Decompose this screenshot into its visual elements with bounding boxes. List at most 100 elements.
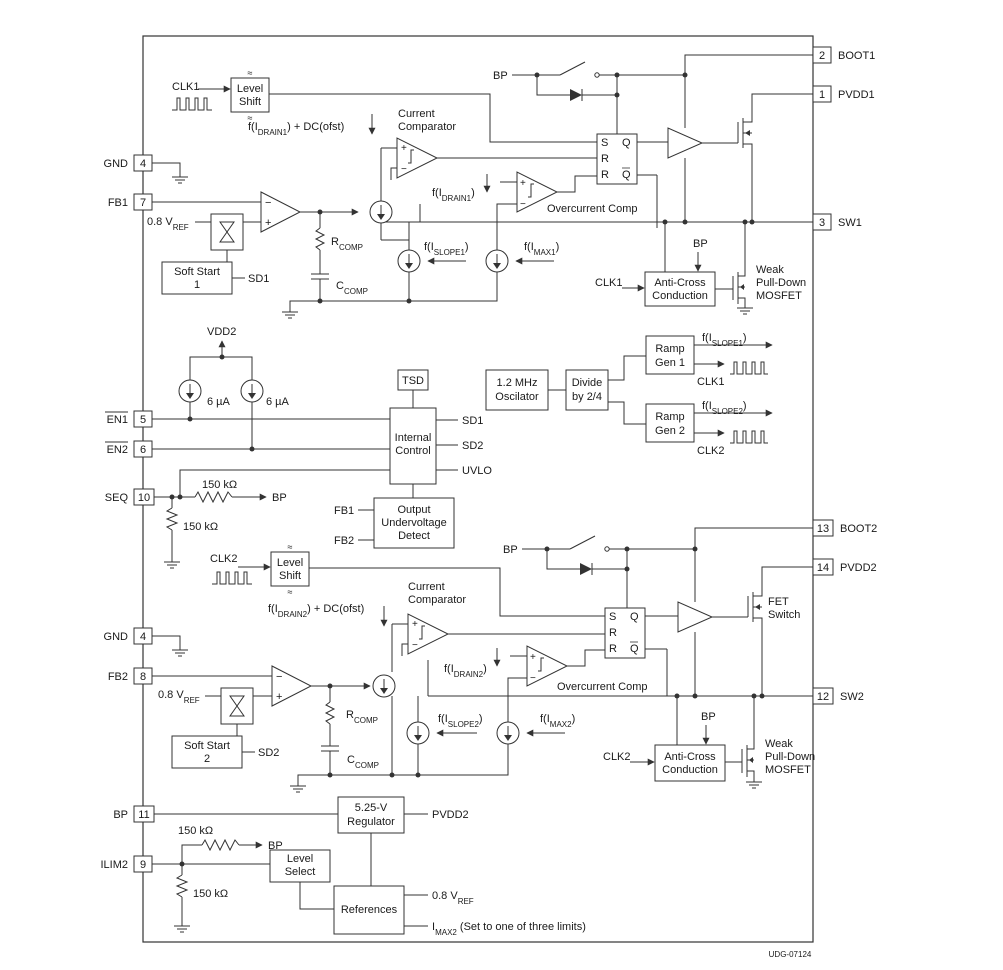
ilim-pulldown-resistor [175,874,189,898]
ilim-pullup-resistor [201,838,240,852]
oc-drain1-label: f(IDRAIN1) [432,187,475,203]
ramp-gen-1-line2: Gen 1 [655,357,685,369]
pin-bp: 11 BP [113,805,155,823]
pin-label: PVDD1 [838,89,875,101]
latch-qbar: Q [630,643,639,655]
regulator-section: 5.25-V Regulator PVDD2 150 kΩ BP 150 kΩ … [152,796,586,937]
ground-symbol [172,176,188,184]
seq-pullup-resistor [194,490,233,504]
pin-number: 4 [140,631,146,643]
vref1-label: 0.8 VREF [147,216,189,232]
pin-label: PVDD2 [840,562,877,574]
pin-en1: 5 EN1 [105,410,153,428]
control-section: VDD2 6 µA 6 µA TSD Internal Control SD1 … [152,326,773,569]
references-imax-label: IMAX2 (Set to one of three limits) [432,921,586,937]
ramp-gen-2 [645,403,695,443]
regulator-line1: 5.25-V [355,802,388,814]
regulator-line2: Regulator [347,816,395,828]
current-source-max1 [485,249,509,273]
pin-label: EN1 [107,414,128,426]
comp-minus: − [412,640,418,651]
pin-number: 6 [140,444,146,456]
latch-r: R [601,153,609,165]
high-side-mosfet-1 [737,93,813,222]
comp-plus: + [412,619,418,630]
clk2-label: CLK2 [210,553,238,565]
overcurrent-comp-2-label: Overcurrent Comp [557,681,647,693]
oc-drain2-label: f(IDRAIN2) [444,663,487,679]
current-source-ea2 [372,674,396,698]
level-shift-2-line1: Level [277,557,303,569]
clk2-out-waveform [730,430,768,444]
ground-symbol [174,925,190,933]
drain2-label: f(IDRAIN2) + DC(ofst) [268,603,364,619]
fet-switch-line1: FET [768,596,789,608]
current-comparator-1-line1: Current [398,108,435,120]
latch-qbar: Q [622,169,631,181]
oc-plus: + [530,652,536,663]
en1-current-label: 6 µA [207,396,231,408]
current-source-max2 [496,721,520,745]
pin-fb2: 8 FB2 [108,667,153,685]
pin-number: 3 [819,217,825,229]
oscillator-line1: 1.2 MHz [497,377,538,389]
ramp-gen-1-line1: Ramp [655,343,684,355]
uv-line1: Output [397,504,430,516]
ilim-bp-label: BP [268,840,283,852]
pullup-current-source-en2 [240,379,264,403]
soft-start-1 [161,261,233,295]
latch-q: Q [630,611,639,623]
pin-number: 10 [138,492,150,504]
soft-start-2-line1: Soft Start [184,740,230,752]
rcomp-2-label: RCOMP [346,709,378,725]
current-comparator-1-line2: Comparator [398,121,456,133]
max2-label: f(IMAX2) [540,713,575,729]
references-block [333,885,405,935]
pin-number: 9 [140,859,146,871]
pin-number: 8 [140,671,146,683]
level-shift-1-line1: Level [237,83,263,95]
anti-cross-1-line2: Conduction [652,290,708,302]
current-comparator-2-line1: Current [408,581,445,593]
clk2-waveform [212,571,252,585]
bootstrap-diode-1 [570,89,582,101]
pin-label: FB2 [108,671,128,683]
tsd-label: TSD [402,375,424,387]
references-vref-label: 0.8 VREF [432,890,474,906]
anti-cross-conduction-1 [644,271,716,307]
output-undervoltage-detect [373,497,455,549]
channel-1: CLK1 Level Shift ≈ ≈ f(IDRAIN1) + DC(ofs… [147,54,813,319]
pin-number: 7 [140,197,146,209]
ramp1-clk-label: CLK1 [697,376,725,388]
figure-id: UDG-07124 [769,950,812,959]
clk1-out-waveform [730,361,768,375]
ground-symbol [282,311,298,319]
fet-switch-line2: Switch [768,609,800,621]
ccomp-1-label: CCOMP [336,280,368,296]
sd2-label: SD2 [258,747,279,759]
pin-number: 12 [817,691,829,703]
ilim-pulldown-value: 150 kΩ [193,888,228,900]
level-shift-tilde: ≈ [248,113,253,123]
references-label: References [341,904,398,916]
pin-fb1: 7 FB1 [108,193,153,211]
overcurrent-comp-1-label: Overcurrent Comp [547,203,637,215]
oscillator-line2: Oscilator [495,391,539,403]
sd2-output: SD2 [462,440,483,452]
rcomp-2 [324,701,336,725]
slope2-label: f(ISLOPE2) [438,713,483,729]
pin-label: FB1 [108,197,128,209]
level-shift-2-line2: Shift [279,570,301,582]
internal-control-line1: Internal [395,432,432,444]
soft-start-2-line2: 2 [204,753,210,765]
latch-q: Q [622,137,631,149]
level-select-line2: Select [285,866,316,878]
current-comparator-2 [407,613,450,655]
seq-pullup-value: 150 kΩ [202,479,237,491]
pin-label: BP [113,809,128,821]
weak-mosfet-2-line2: Pull-Down [765,751,815,763]
regulator-pvdd2-label: PVDD2 [432,809,469,821]
current-source-ea1 [369,200,393,224]
switch-2 [569,535,596,550]
ground-symbol [172,649,188,657]
